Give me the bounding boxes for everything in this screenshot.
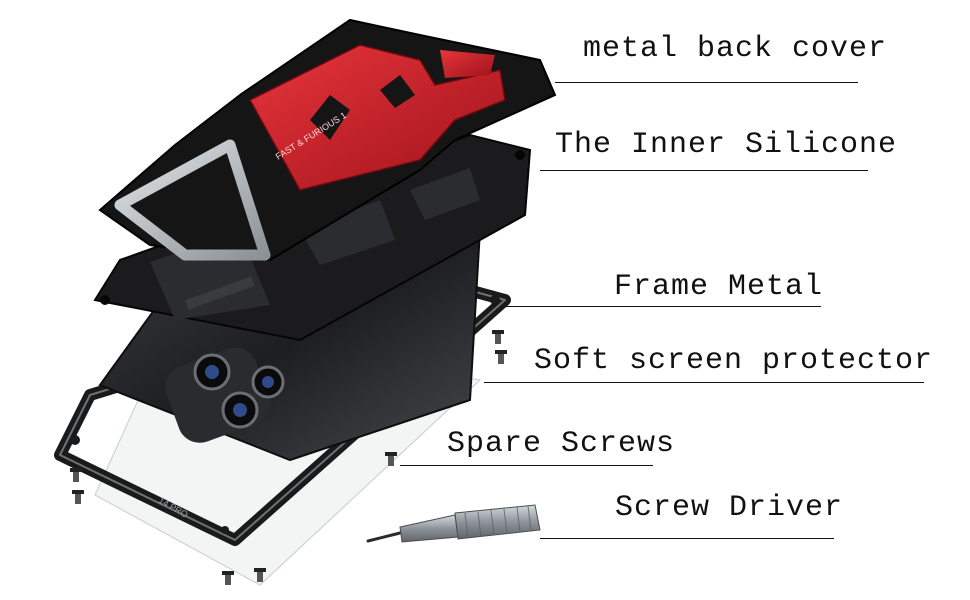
callout-screw-driver: Screw Driver: [615, 491, 844, 525]
callout-underline: [540, 538, 834, 539]
callout-underline: [484, 382, 924, 383]
callout-metal-back-cover: metal back cover: [583, 32, 888, 66]
screw-icon: [254, 568, 266, 582]
screw-icon: [385, 452, 397, 466]
screw-icon: [222, 571, 234, 585]
callout-frame-metal: Frame Metal: [614, 270, 824, 304]
callout-underline: [555, 82, 858, 83]
screw-icon: [492, 330, 504, 344]
callout-underline: [505, 306, 821, 307]
callout-spare-screws: Spare Screws: [447, 427, 676, 461]
spare-screws-group: [70, 330, 507, 585]
screw-icon: [72, 490, 84, 504]
callout-underline: [540, 170, 868, 171]
metal-back-cover-part: [98, 18, 557, 262]
screw-icon: [495, 350, 507, 364]
callout-inner-silicone: The Inner Silicone: [555, 128, 898, 162]
screw-driver-tool: [366, 504, 541, 543]
callout-screen-protector: Soft screen protector: [534, 344, 934, 378]
screw-icon: [70, 468, 82, 482]
callout-underline: [400, 465, 653, 466]
